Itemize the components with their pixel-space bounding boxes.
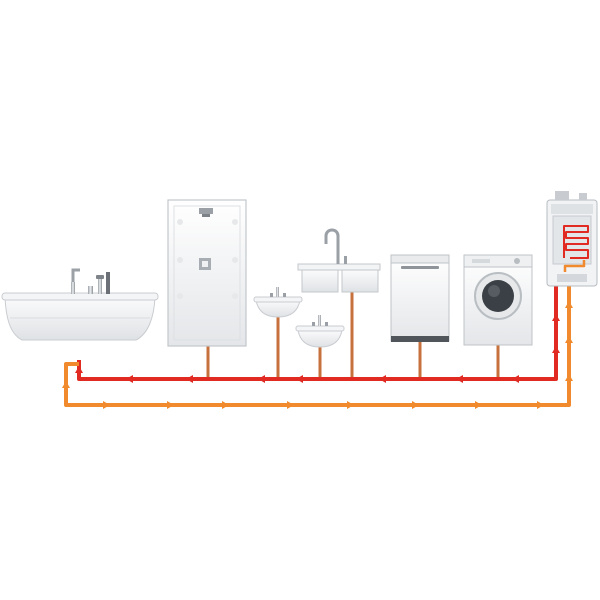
branch-pipe — [496, 345, 500, 379]
branch-pipe — [418, 342, 422, 379]
flow-arrow — [379, 375, 386, 383]
branch-pipes — [206, 292, 500, 379]
flow-arrow — [287, 401, 294, 409]
flow-arrow — [565, 336, 573, 343]
flow-arrow — [167, 401, 174, 409]
water-heater-icon — [546, 191, 598, 287]
flow-arrow — [296, 375, 303, 383]
flow-arrow — [62, 381, 70, 388]
branch-pipe — [350, 292, 354, 379]
flow-arrow — [475, 401, 482, 409]
branch-pipe — [276, 317, 280, 379]
flow-arrow — [186, 375, 193, 383]
dishwasher-icon — [390, 254, 450, 342]
branch-pipe — [206, 346, 210, 379]
flow-arrow — [537, 401, 544, 409]
washing-machine-icon — [463, 254, 533, 346]
flow-arrow — [75, 366, 83, 373]
kitchen-sink-icon — [297, 228, 381, 293]
return-line-flow-arrows — [62, 301, 573, 409]
hot-line-flow-arrows — [75, 314, 560, 383]
recirculation-return-line — [64, 282, 571, 407]
shower-icon — [167, 199, 247, 347]
flow-arrow — [222, 401, 229, 409]
flow-arrow — [565, 374, 573, 381]
flow-arrow — [552, 314, 560, 321]
flow-arrow — [456, 375, 463, 383]
flow-arrow — [103, 401, 110, 409]
flow-arrow — [258, 375, 265, 383]
flow-arrow — [347, 401, 354, 409]
bathroom-sink-icon — [295, 315, 345, 348]
branch-pipe — [318, 347, 322, 379]
flow-arrow — [412, 401, 419, 409]
flow-arrow — [552, 346, 560, 353]
bathtub-icon — [1, 268, 159, 341]
flow-arrow — [565, 301, 573, 308]
flow-arrow — [126, 375, 133, 383]
flow-arrow — [512, 375, 519, 383]
bathroom-sink-icon — [253, 287, 303, 318]
